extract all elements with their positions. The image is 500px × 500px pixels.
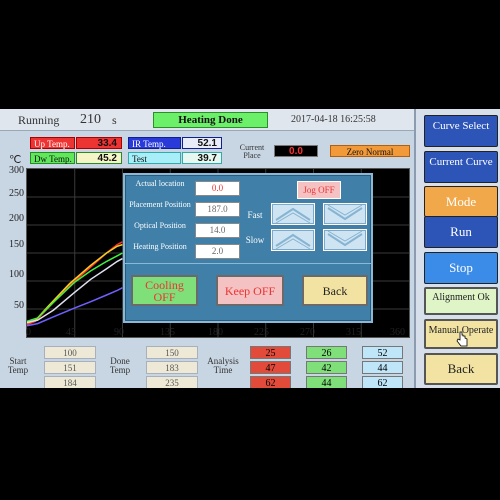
test-value: 39.7 xyxy=(182,152,222,164)
done-temp-cell[interactable]: 235 xyxy=(146,376,198,388)
x-tick-label: 180 xyxy=(208,327,223,338)
current-place-label: Current Place xyxy=(239,143,265,160)
analysis-time-label: Analysis Time xyxy=(207,356,239,375)
done-temp-label: Done Temp xyxy=(109,356,131,375)
done-temp-cell[interactable]: 183 xyxy=(146,361,198,374)
analysis-time-cell[interactable]: 62 xyxy=(250,376,291,388)
analysis-time-cell[interactable]: 44 xyxy=(306,376,347,388)
heating-position-label: Heating Position xyxy=(133,242,187,251)
start-temp-cell[interactable]: 151 xyxy=(44,361,96,374)
keep-toggle-button[interactable]: Keep OFF xyxy=(216,275,284,306)
chevron-down-icon xyxy=(327,230,363,247)
fast-label: Fast xyxy=(247,210,263,220)
analysis-time-cell[interactable]: 52 xyxy=(362,346,403,359)
status-bar: Running 210 s Heating Done 2017-04-18 16… xyxy=(0,109,414,131)
y-tick-label: 150 xyxy=(9,239,24,250)
up-temp-label: Up Temp. xyxy=(30,137,75,149)
chevron-up-icon xyxy=(275,207,311,224)
dialog-divider xyxy=(125,263,371,264)
datetime: 2017-04-18 16:25:58 xyxy=(291,114,376,125)
analysis-time-cell[interactable]: 26 xyxy=(306,346,347,359)
x-tick-label: 135 xyxy=(160,327,175,338)
x-tick-label: 360 xyxy=(390,327,405,338)
analysis-time-cell[interactable]: 44 xyxy=(362,361,403,374)
test-label: Test xyxy=(128,152,181,164)
x-tick-label: 90 xyxy=(114,327,124,338)
hand-cursor-icon xyxy=(456,331,468,347)
y-tick-label: 100 xyxy=(9,269,24,280)
position-dialog: Actual location 0.0 Placement Position 1… xyxy=(123,173,373,323)
x-tick-label: 0 xyxy=(26,327,31,338)
stop-button[interactable]: Stop xyxy=(424,252,498,284)
start-temp-label: Start Temp xyxy=(7,356,29,375)
curve-select-button[interactable]: Curve Select xyxy=(424,115,498,147)
x-tick-label: 315 xyxy=(346,327,361,338)
up-temp-value: 33.4 xyxy=(76,137,122,149)
analysis-time-cell[interactable]: 47 xyxy=(250,361,291,374)
chart-series-line-4 xyxy=(26,257,123,324)
ir-temp-value: 52.1 xyxy=(182,137,222,149)
zero-status-badge: Zero Normal xyxy=(330,145,410,157)
chevron-down-icon xyxy=(327,204,363,221)
dialog-back-button[interactable]: Back xyxy=(302,275,368,306)
slow-up-button[interactable] xyxy=(271,229,315,251)
chevron-up-icon xyxy=(275,233,311,250)
y-tick-label: 250 xyxy=(9,188,24,199)
elapsed-time: 210 xyxy=(80,112,101,127)
x-tick-labels: 0 45 90 135 180 225 270 315 360 xyxy=(26,327,410,341)
slow-label: Slow xyxy=(245,235,265,245)
current-place-value: 0.0 xyxy=(274,145,318,157)
x-tick-label: 270 xyxy=(300,327,315,338)
right-control-panel: Curve Select Current Curve Mode Run Stop… xyxy=(414,109,500,388)
fast-up-button[interactable] xyxy=(271,203,315,225)
x-tick-label: 45 xyxy=(66,327,76,338)
slow-down-button[interactable] xyxy=(323,229,367,251)
dw-temp-label: Dw Temp. xyxy=(30,152,75,164)
optical-position-label: Optical Position xyxy=(134,221,186,230)
done-temp-cell[interactable]: 150 xyxy=(146,346,198,359)
y-axis-unit: ℃ xyxy=(9,154,22,166)
x-tick-label: 225 xyxy=(254,327,269,338)
y-tick-label: 300 xyxy=(9,165,24,176)
placement-position-value[interactable]: 187.0 xyxy=(195,202,240,217)
placement-position-label: Placement Position xyxy=(129,200,191,209)
ir-temp-label: IR Temp. xyxy=(128,137,181,149)
analysis-time-cell[interactable]: 42 xyxy=(306,361,347,374)
time-unit: s xyxy=(112,113,117,127)
run-state: Running xyxy=(18,113,60,127)
actual-location-value[interactable]: 0.0 xyxy=(195,181,240,196)
fast-down-button[interactable] xyxy=(323,203,367,225)
y-tick-labels: 300 250 200 150 100 50 xyxy=(0,165,26,345)
cooling-toggle-button[interactable]: Cooling OFF xyxy=(131,275,198,306)
y-tick-label: 200 xyxy=(9,213,24,224)
y-tick-label: 50 xyxy=(14,300,24,311)
back-button[interactable]: Back xyxy=(424,353,498,385)
optical-position-value[interactable]: 14.0 xyxy=(195,223,240,238)
mode-button[interactable]: Mode xyxy=(424,186,498,217)
heating-status-banner: Heating Done xyxy=(153,112,268,128)
actual-location-label: Actual location xyxy=(135,179,185,188)
heating-position-value[interactable]: 2.0 xyxy=(195,244,240,259)
chart-series-line-5 xyxy=(26,287,123,327)
analysis-time-cell[interactable]: 62 xyxy=(362,376,403,388)
hmi-screen: Running 210 s Heating Done 2017-04-18 16… xyxy=(0,109,500,388)
start-temp-cell[interactable]: 184 xyxy=(44,376,96,388)
current-curve-button[interactable]: Current Curve xyxy=(424,151,498,183)
alignment-status-button[interactable]: Alignment Ok xyxy=(424,287,498,315)
chart-series-line-1 xyxy=(26,241,123,326)
jog-toggle-button[interactable]: Jog OFF xyxy=(297,181,341,199)
analysis-time-cell[interactable]: 25 xyxy=(250,346,291,359)
start-temp-cell[interactable]: 100 xyxy=(44,346,96,359)
chart-series-line-3 xyxy=(26,252,123,323)
run-button[interactable]: Run xyxy=(424,216,498,248)
dw-temp-value: 45.2 xyxy=(76,152,122,164)
